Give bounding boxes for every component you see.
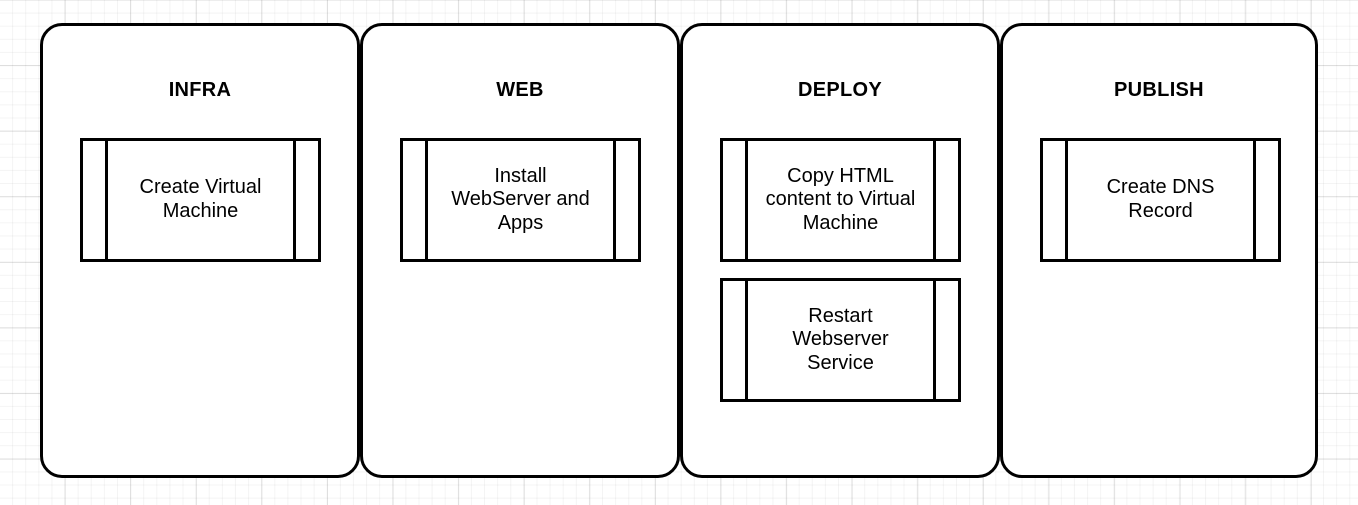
subroutine-bar-right-icon (293, 138, 296, 262)
swimlane-title-publish: PUBLISH (1114, 79, 1204, 101)
subroutine-bar-right-icon (933, 278, 936, 402)
subroutine-bar-left-icon (425, 138, 428, 262)
subroutine-bar-left-icon (1065, 138, 1068, 262)
process-node-label-install-webserver: Install WebServer and Apps (451, 164, 590, 234)
process-node-label-create-vm: Create Virtual Machine (139, 176, 262, 222)
process-node-label-restart-webserver: Restart Webserver Service (792, 304, 889, 374)
process-node-label-create-dns: Create DNS Record (1106, 176, 1215, 222)
process-node-create-vm[interactable]: Create Virtual Machine (80, 138, 321, 262)
subroutine-bar-right-icon (933, 138, 936, 262)
swimlane-title-web: WEB (496, 79, 544, 101)
process-node-create-dns[interactable]: Create DNS Record (1040, 138, 1281, 262)
subroutine-bar-left-icon (745, 138, 748, 262)
subroutine-bar-left-icon (745, 278, 748, 402)
swimlane-title-deploy: DEPLOY (797, 79, 883, 101)
process-node-install-webserver[interactable]: Install WebServer and Apps (400, 138, 641, 262)
subroutine-bar-left-icon (105, 138, 108, 262)
process-node-label-copy-html: Copy HTML content to Virtual Machine (765, 164, 916, 234)
process-node-copy-html[interactable]: Copy HTML content to Virtual Machine (720, 138, 961, 262)
subroutine-bar-right-icon (1253, 138, 1256, 262)
process-node-restart-webserver[interactable]: Restart Webserver Service (720, 278, 961, 402)
subroutine-bar-right-icon (613, 138, 616, 262)
swimlane-title-infra: INFRA (168, 79, 232, 101)
